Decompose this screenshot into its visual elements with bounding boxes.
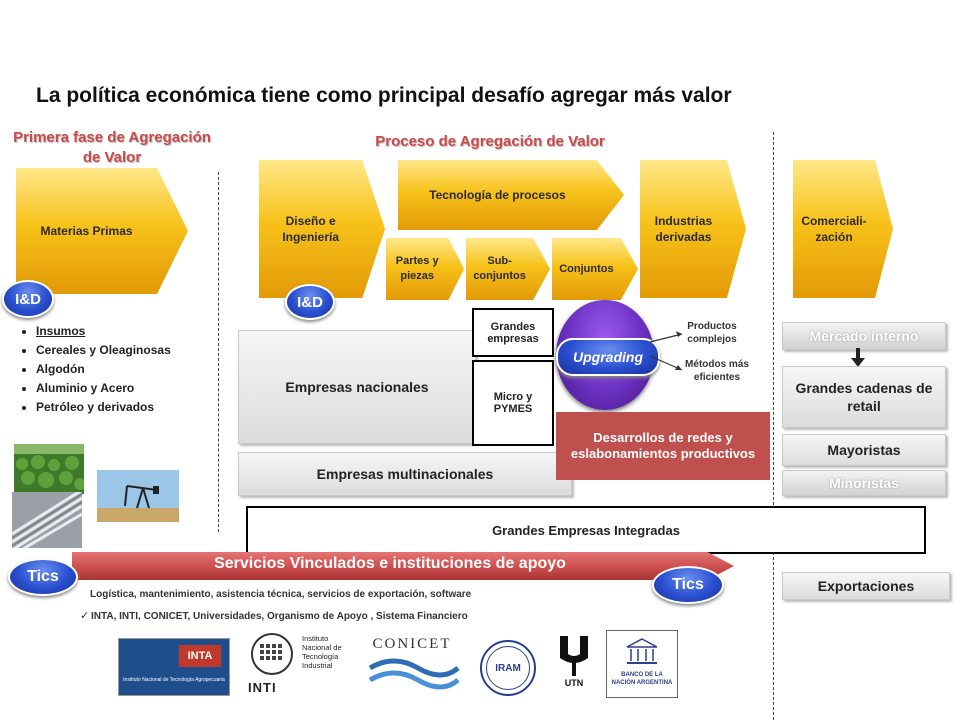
arrow-partes-piezas: Partes y piezas	[386, 238, 464, 300]
list-item: Cereales y Oleaginosas	[36, 341, 216, 360]
empresas-nacionales-box: Empresas nacionales	[238, 330, 476, 444]
inti-logo-text: INTI	[248, 680, 277, 695]
down-arrow-icon	[851, 348, 865, 367]
desarrollos-redes-box: Desarrollos de redes y eslabonamientos p…	[556, 412, 770, 480]
page-title: La política económica tiene como princip…	[36, 84, 732, 107]
arrow-comercializacion: Comerciali-zación	[793, 160, 893, 298]
inta-logo-mark: INTA	[179, 645, 221, 667]
section-proceso: Proceso de Agregación de Valor	[375, 133, 605, 150]
empresas-multinacionales-box: Empresas multinacionales	[238, 452, 572, 496]
inti-logo: Instituto Nacional de Tecnología Industr…	[246, 632, 356, 696]
oil-pump-image	[97, 470, 179, 522]
conicet-logo-text: CONICET	[372, 636, 452, 652]
tics-badge-left: Tics	[8, 558, 78, 596]
inti-grid-icon	[251, 633, 293, 675]
utn-logo: UTN	[556, 634, 592, 692]
iram-logo: IRAM	[480, 640, 536, 696]
arrow-industrias-derivadas: Industrias derivadas	[640, 160, 746, 298]
servicios-line-1: Logística, mantenimiento, asistencia téc…	[90, 589, 472, 600]
upgrading-arrows	[649, 331, 683, 371]
iram-logo-text: IRAM	[486, 646, 530, 690]
mayoristas-box: Mayoristas	[782, 434, 946, 466]
conicet-logo: CONICET	[364, 636, 460, 694]
grandes-empresas-integradas-box: Grandes Empresas Integradas	[246, 506, 926, 554]
section-primera-fase: Primera fase de Agregación de Valor	[13, 129, 211, 166]
servicios-banner	[72, 552, 734, 580]
exportaciones-box: Exportaciones	[782, 572, 950, 600]
arrow-materias-primas: Materias Primas	[16, 168, 188, 294]
grandes-empresas-box: Grandes empresas	[472, 308, 554, 357]
tics-badge-right: Tics	[652, 566, 724, 604]
insumos-list: Insumos Cereales y Oleaginosas Algodón A…	[22, 322, 216, 417]
list-item: Petróleo y derivados	[36, 398, 216, 417]
list-item: Insumos	[36, 322, 216, 341]
id-badge-left: I&D	[2, 280, 54, 318]
metodos-eficientes-text: Métodos más eficientes	[685, 359, 749, 383]
mercado-interno-box: Mercado interno	[782, 322, 946, 350]
divider-left	[218, 172, 219, 532]
inta-logo-subtitle: Instituto Nacional de Tecnología Agropec…	[123, 677, 225, 683]
productos-complejos-text: Productos complejos	[687, 321, 737, 345]
minoristas-box: Minoristas	[782, 470, 946, 496]
utn-symbol-icon	[560, 636, 588, 676]
servicios-line-2: INTA, INTI, CONICET, Universidades, Orga…	[91, 611, 468, 622]
list-item: Algodón	[36, 360, 216, 379]
arrow-conjuntos: Conjuntos	[552, 238, 638, 300]
inti-logo-name: Instituto Nacional de Tecnología Industr…	[302, 634, 342, 670]
grandes-cadenas-box: Grandes cadenas de retail	[782, 366, 946, 428]
bna-logo: BANCO DE LA NACIÓN ARGENTINA	[606, 630, 678, 698]
inta-logo: INTA Instituto Nacional de Tecnología Ag…	[118, 638, 230, 696]
steel-pipes-image	[12, 492, 82, 548]
bna-logo-text: BANCO DE LA NACIÓN ARGENTINA	[611, 672, 673, 686]
utn-logo-text: UTN	[564, 678, 584, 688]
id-badge-center: I&D	[285, 284, 335, 320]
arrow-tecnologia-procesos: Tecnología de procesos	[398, 160, 624, 230]
upgrading-badge: Upgrading	[556, 338, 660, 376]
conicet-wave-icon	[368, 658, 460, 690]
bank-building-icon	[626, 638, 658, 664]
list-item: Aluminio y Acero	[36, 379, 216, 398]
arrow-sub-conjuntos: Sub-conjuntos	[466, 238, 550, 300]
micro-pymes-box: Micro y PYMES	[472, 360, 554, 446]
divider-right	[773, 132, 774, 720]
arrow-diseno-ingenieria: Diseño e Ingeniería	[259, 160, 385, 298]
check-icon: ✓	[80, 610, 90, 622]
servicios-banner-label: Servicios Vinculados e instituciones de …	[214, 555, 566, 572]
crop-field-image	[14, 444, 84, 494]
